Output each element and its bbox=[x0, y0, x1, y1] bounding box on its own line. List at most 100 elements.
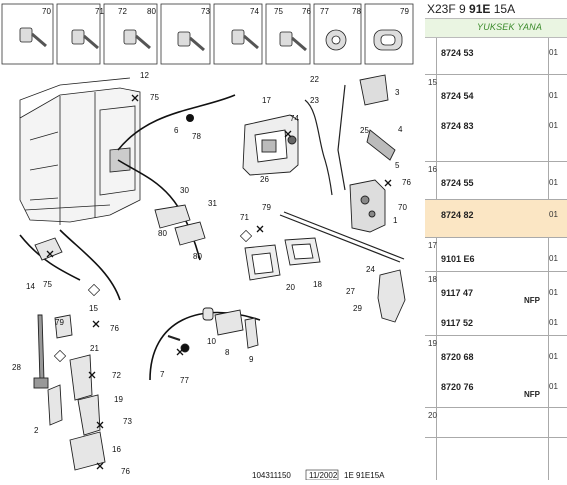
callout-label: 10 bbox=[207, 337, 216, 346]
screw-icon bbox=[373, 29, 403, 51]
part-reference: 8720 68 bbox=[441, 352, 474, 362]
fastener-label: 76 bbox=[302, 7, 311, 16]
fastener-label: 74 bbox=[250, 7, 259, 16]
callout-label: 3 bbox=[395, 88, 400, 97]
callout-label: 20 bbox=[286, 283, 295, 292]
lock-mechanism bbox=[349, 74, 396, 233]
footer-ref-b: 11/2002 bbox=[309, 471, 338, 480]
part-reference: 8724 53 bbox=[441, 48, 474, 58]
bracket-29 bbox=[377, 269, 406, 323]
page-header: X23F 9 91E 15A bbox=[425, 0, 567, 18]
callout-label: 19 bbox=[114, 395, 123, 404]
callout-label: 80 bbox=[193, 252, 202, 261]
fastener-cross-marker bbox=[96, 462, 104, 470]
part-quantity: 01 bbox=[549, 288, 558, 297]
row-number: 19 bbox=[428, 339, 437, 348]
washer-marker bbox=[87, 283, 101, 297]
screw-icon bbox=[19, 27, 47, 48]
part-quantity: 01 bbox=[549, 382, 558, 391]
callout-label: 29 bbox=[353, 304, 362, 313]
fastener-cross-marker bbox=[92, 320, 100, 328]
callout-label: 72 bbox=[112, 371, 121, 380]
nut-dot bbox=[186, 114, 194, 122]
part-quantity: 01 bbox=[549, 254, 558, 263]
screw-icon bbox=[279, 31, 307, 52]
part-quantity: 01 bbox=[549, 210, 558, 219]
subheader-label: YUKSEK YANA bbox=[477, 22, 543, 32]
subheader-bar: YUKSEK YANA bbox=[425, 18, 567, 38]
table-row[interactable]: 17 9101 E6 01 bbox=[425, 238, 567, 272]
part-quantity: 01 bbox=[549, 352, 558, 361]
handle-plates bbox=[244, 237, 321, 281]
callout-label: 6 bbox=[174, 126, 179, 135]
callout-label: 14 bbox=[26, 282, 35, 291]
fastener-cross-marker bbox=[256, 225, 264, 233]
part-reference: 8724 54 bbox=[441, 91, 474, 101]
row-number: 18 bbox=[428, 275, 437, 284]
footer-ref-a: 104311150 bbox=[252, 471, 291, 480]
callout-label: 4 bbox=[398, 125, 403, 134]
fastener-label: 77 bbox=[320, 7, 329, 16]
callout-label: 9 bbox=[249, 355, 254, 364]
fastener-label: 72 bbox=[118, 7, 127, 16]
part-code: NFP bbox=[524, 296, 540, 305]
header-suffix: 15A bbox=[490, 2, 516, 16]
callout-label: 2 bbox=[34, 426, 39, 435]
inner-handle-assembly bbox=[242, 114, 299, 176]
fastener-label: 73 bbox=[201, 7, 210, 16]
fastener-cross-marker bbox=[384, 179, 392, 187]
header-bold: 91E bbox=[469, 2, 491, 16]
callout-label: 1 bbox=[393, 216, 398, 225]
row-number: 20 bbox=[428, 411, 437, 420]
fastener-cross-marker bbox=[88, 371, 96, 379]
part-quantity: 01 bbox=[549, 91, 558, 100]
callout-label: 80 bbox=[158, 229, 167, 238]
callout-label: 78 bbox=[192, 132, 201, 141]
footer-ref-c: 1E 91E15A bbox=[344, 471, 385, 480]
callout-label: 5 bbox=[395, 161, 400, 170]
part-reference: 9117 52 bbox=[441, 318, 474, 328]
part-reference: 8720 76 bbox=[441, 382, 474, 392]
fastener-label: 78 bbox=[352, 7, 361, 16]
screw-icon bbox=[325, 29, 347, 51]
callout-label: 74 bbox=[290, 114, 299, 123]
part-quantity: 01 bbox=[549, 121, 558, 130]
header-prefix: X23F 9 bbox=[427, 2, 470, 16]
callout-label: 7 bbox=[160, 370, 165, 379]
callout-label: 18 bbox=[313, 280, 322, 289]
lower-hinge-parts bbox=[33, 314, 106, 471]
fastener-cross-marker bbox=[96, 421, 104, 429]
row-number: 17 bbox=[428, 241, 437, 250]
callout-label: 15 bbox=[89, 304, 98, 313]
small-hardware bbox=[167, 307, 259, 353]
callout-label: 23 bbox=[310, 96, 319, 105]
callout-label: 17 bbox=[262, 96, 271, 105]
callout-label: 26 bbox=[260, 175, 269, 184]
part-reference: 9101 E6 bbox=[441, 254, 475, 264]
fastener-label: 71 bbox=[95, 7, 104, 16]
callout-label: 76 bbox=[110, 324, 119, 333]
callout-label: 16 bbox=[112, 445, 121, 454]
callout-label: 21 bbox=[90, 344, 99, 353]
control-rods bbox=[279, 84, 405, 263]
part-quantity: 01 bbox=[549, 318, 558, 327]
fastener-cross-marker bbox=[131, 94, 139, 102]
callout-label: 75 bbox=[43, 280, 52, 289]
callout-label: 31 bbox=[208, 199, 217, 208]
callout-label: 25 bbox=[360, 126, 369, 135]
callout-label: 77 bbox=[180, 376, 189, 385]
callout-label: 12 bbox=[140, 71, 149, 80]
table-row[interactable]: 20 bbox=[425, 408, 567, 438]
row-number: 15 bbox=[428, 78, 437, 87]
screw-icon bbox=[231, 29, 259, 50]
callout-label: 27 bbox=[346, 287, 355, 296]
callout-label: 8 bbox=[225, 348, 230, 357]
